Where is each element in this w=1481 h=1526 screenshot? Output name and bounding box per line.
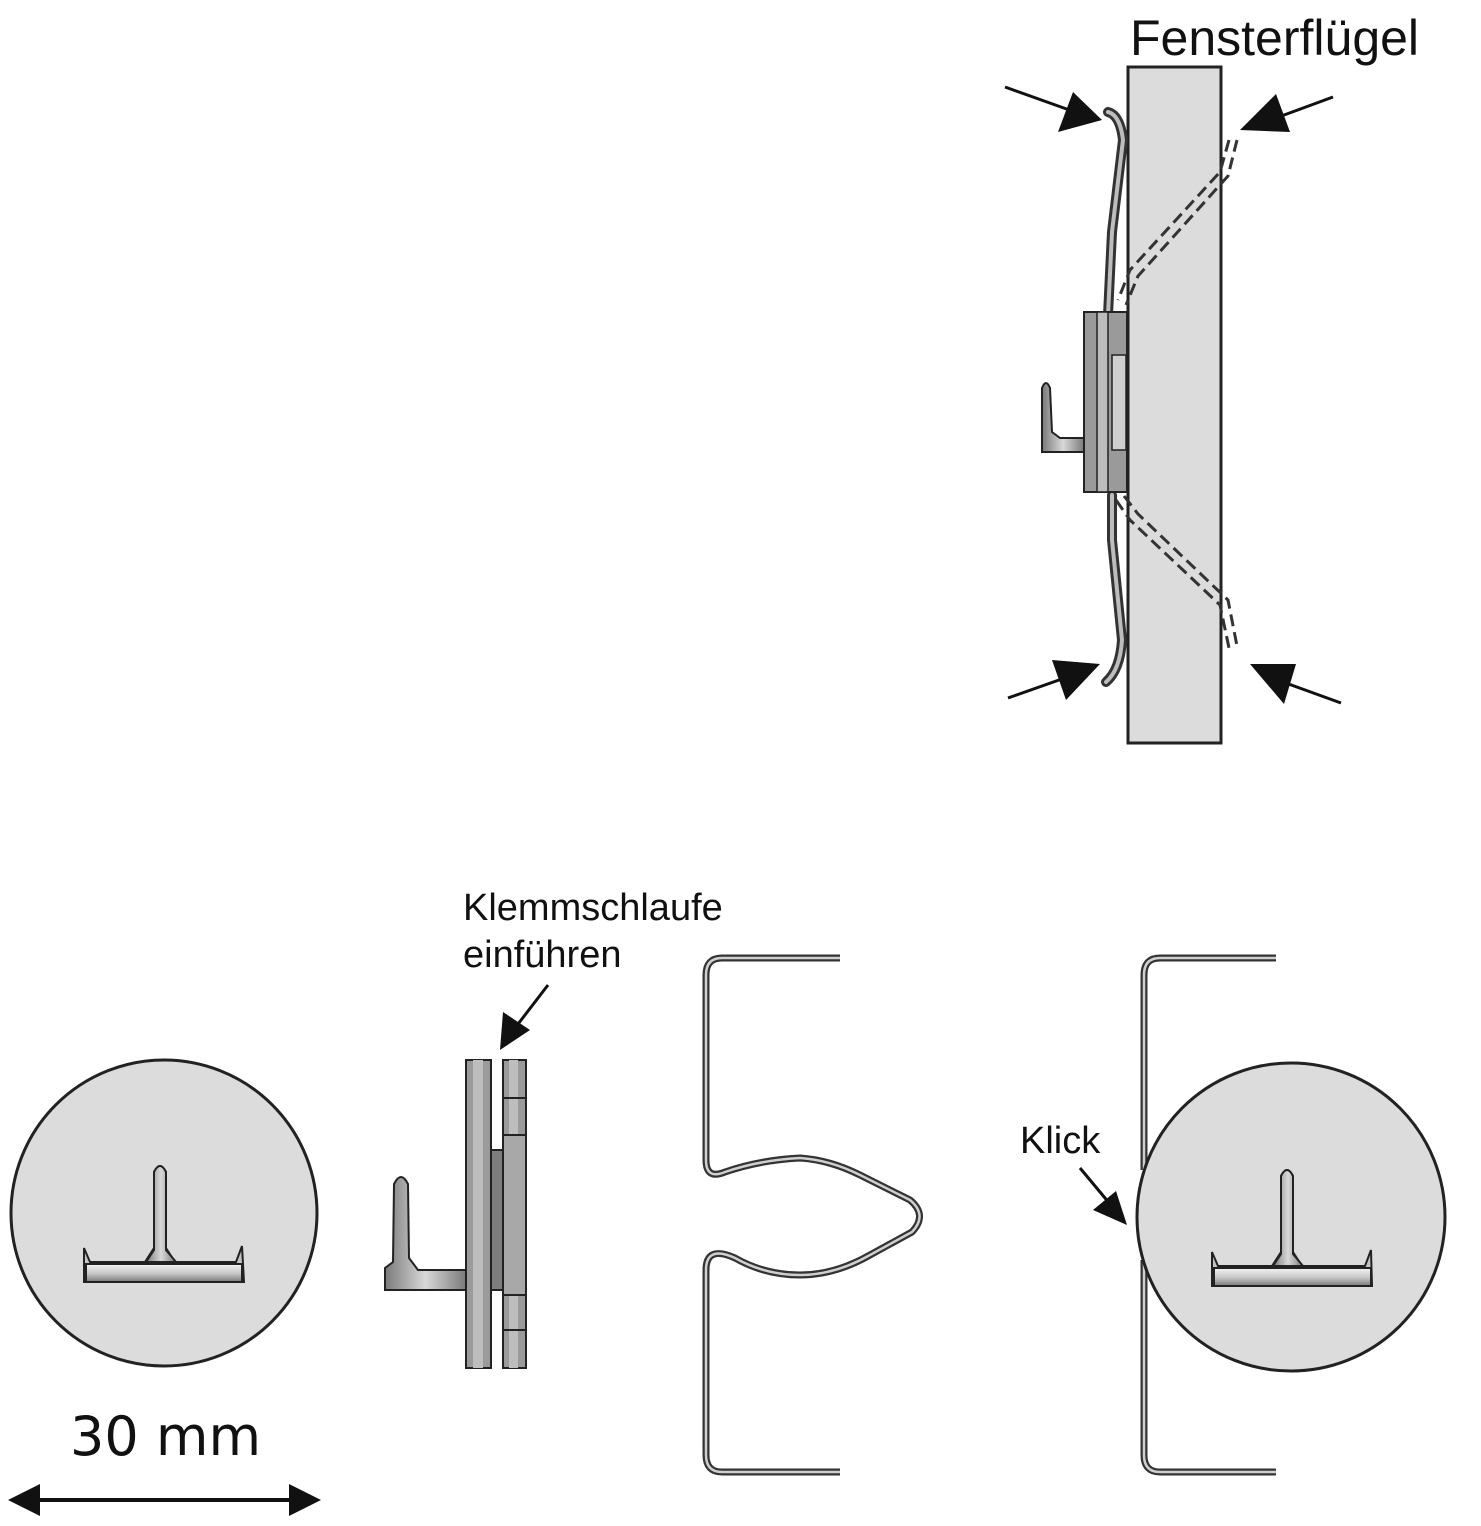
click-label: Klick bbox=[1020, 1120, 1101, 1162]
clamp-loop bbox=[702, 954, 923, 1476]
hook-pin-side-small bbox=[384, 1176, 467, 1291]
hook-pin-side bbox=[1041, 382, 1085, 453]
arrow-bottom-left bbox=[1052, 660, 1100, 700]
side-view-installed: Fensterflügel bbox=[1004, 10, 1419, 745]
insert-arrow bbox=[500, 1012, 530, 1050]
dimension-arrow-left bbox=[8, 1484, 40, 1516]
pressure-arrows bbox=[1004, 85, 1342, 705]
assembled-view: Klick bbox=[1020, 954, 1447, 1476]
window-sash-label: Fensterflügel bbox=[1130, 10, 1419, 66]
window-sash-panel bbox=[1126, 65, 1223, 745]
arrow-top-left bbox=[1058, 92, 1102, 132]
side-view-insert: Klemmschlaufe einführen bbox=[384, 887, 723, 1369]
front-view-disc bbox=[9, 1058, 319, 1368]
clamp-wire-hidden bbox=[1114, 139, 1239, 649]
click-arrow bbox=[1093, 1191, 1127, 1225]
arrow-top-right bbox=[1240, 94, 1290, 132]
insert-label-line1: Klemmschlaufe bbox=[463, 887, 723, 929]
arrow-bottom-right bbox=[1250, 664, 1296, 704]
insert-label-line2: einführen bbox=[463, 934, 621, 976]
clamp-loop-wire bbox=[702, 954, 923, 1476]
dimension-label: 30 mm bbox=[70, 1405, 261, 1468]
dimension-arrow-right bbox=[289, 1484, 321, 1516]
dimension-indicator: 30 mm bbox=[8, 1405, 321, 1516]
